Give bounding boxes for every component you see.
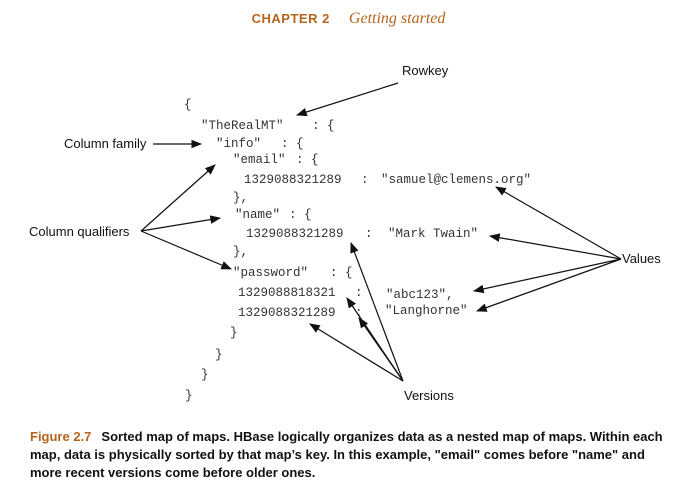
column-qualifiers-label: Column qualifiers — [29, 224, 130, 239]
column-family-label: Column family — [64, 136, 147, 151]
code-password-value-2: "Langhorne" — [385, 304, 468, 318]
code-password-version-2: 1329088321289 — [238, 306, 336, 320]
page-header: CHAPTER 2 Getting started — [0, 8, 697, 28]
code-rowkey: "TheRealMT" — [201, 119, 284, 133]
version-arrow-name — [350, 241, 404, 382]
values-label: Values — [622, 251, 661, 266]
code-colon-brace-1: : { — [312, 119, 335, 133]
version-arrow-password-2 — [358, 317, 404, 382]
versions-label: Versions — [404, 388, 454, 403]
value-arrow-abc123 — [472, 258, 622, 294]
code-colon-4: : — [355, 306, 363, 320]
value-arrow-langhorne — [475, 258, 622, 312]
code-colon-brace-2: : { — [281, 137, 304, 151]
caption-text: Sorted map of maps. HBase logically orga… — [30, 429, 663, 480]
code-email-value: "samuel@clemens.org" — [381, 173, 531, 187]
code-colon-brace-4: : { — [289, 208, 312, 222]
rowkey-arrow — [295, 82, 399, 117]
code-colon-brace-5: : { — [330, 266, 353, 280]
code-close-6: } — [185, 389, 193, 403]
figure-number: Figure 2.7 — [30, 429, 92, 444]
code-close-4: } — [215, 348, 223, 362]
code-brace-open-outer: { — [184, 98, 192, 112]
code-close-5: } — [201, 368, 209, 382]
code-close-2: }, — [233, 245, 248, 259]
code-close-3: } — [230, 326, 238, 340]
section-title: Getting started — [348, 10, 446, 27]
code-colon-3: : — [355, 286, 363, 300]
code-colon-1: : — [361, 173, 369, 187]
version-arrow-close — [309, 323, 404, 382]
value-arrow-email — [495, 186, 622, 260]
code-name-value: "Mark Twain" — [388, 227, 478, 241]
value-arrow-name — [488, 233, 622, 260]
code-email: "email" — [233, 153, 286, 167]
code-colon-2: : — [365, 227, 373, 241]
chapter-label: CHAPTER 2 — [251, 11, 330, 26]
code-info: "info" — [216, 137, 261, 151]
code-block: { "TheRealMT" : { "info" : { "email" : {… — [184, 98, 531, 403]
qualifier-arrow-password — [140, 230, 232, 270]
code-colon-brace-3: : { — [296, 153, 319, 167]
rowkey-label: Rowkey — [402, 63, 449, 78]
qualifier-arrow-name — [140, 215, 222, 232]
code-close-1: }, — [233, 191, 248, 205]
code-name: "name" — [235, 208, 280, 222]
qualifier-arrow-email — [140, 164, 216, 232]
arrows — [140, 82, 622, 382]
code-password-version-1: 1329088818321 — [238, 286, 336, 300]
code-name-version: 1329088321289 — [246, 227, 344, 241]
code-password: "password" — [233, 266, 308, 280]
code-email-version: 1329088321289 — [244, 173, 342, 187]
code-password-value-1: "abc123", — [386, 288, 454, 302]
